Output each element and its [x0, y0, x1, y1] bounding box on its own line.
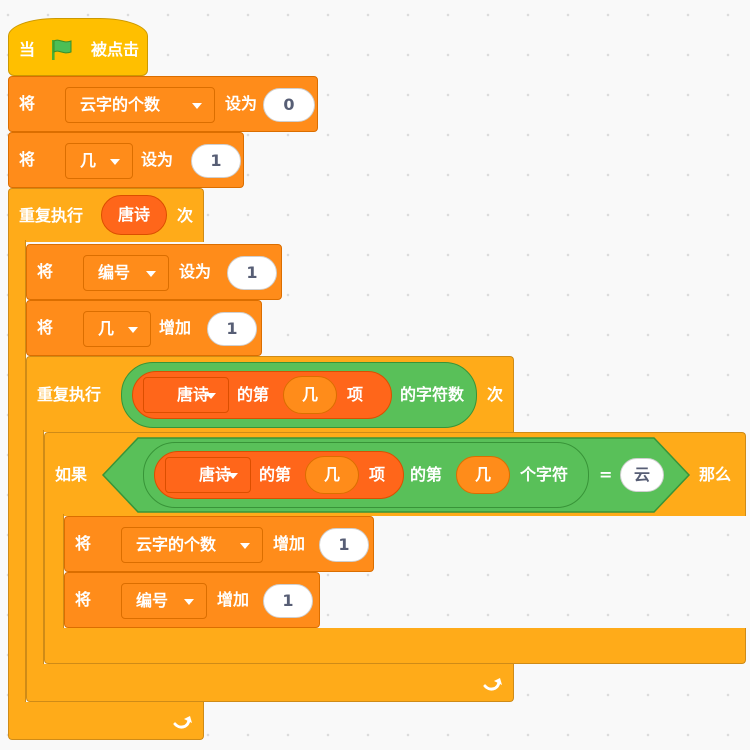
value-input[interactable]: 1 [227, 256, 277, 290]
repeat-arrow-icon [171, 708, 195, 736]
value-input[interactable]: 0 [263, 88, 315, 122]
letter-suffix-label: 个字符 [520, 465, 569, 484]
variable-dropdown-cloud-count[interactable]: 云字的个数 [65, 87, 215, 123]
set-ji-block[interactable]: 将 几 设为 1 [8, 132, 244, 188]
when-label: 当 [19, 40, 36, 59]
if-block[interactable]: 如果 唐诗 的第 几 项 的第 几 个字符 = 云 那么 [44, 432, 746, 516]
set-action-label: 设为 [179, 262, 212, 281]
variable-dropdown-cloud-count[interactable]: 云字的个数 [121, 527, 263, 563]
set-bianhao-block[interactable]: 将 编号 设为 1 [26, 244, 282, 300]
repeat-label: 重复执行 [19, 206, 84, 225]
repeat-inner-block[interactable]: 重复执行 唐诗 的第 几 项 的字符数 次 [26, 356, 514, 432]
change-action-label: 增加 [273, 534, 306, 553]
letter-prefix-label: 的第 [410, 465, 443, 484]
variable-reporter-ji[interactable]: 几 [456, 456, 510, 494]
length-of-operator[interactable]: 唐诗 的第 几 项 的字符数 [121, 362, 477, 428]
set-action-label: 设为 [141, 150, 174, 169]
if-arm [44, 514, 64, 630]
compare-value-input[interactable]: 云 [620, 458, 664, 492]
item-suffix-label: 项 [369, 465, 386, 484]
change-verb: 将 [75, 590, 92, 609]
variable-dropdown-ji[interactable]: 几 [83, 311, 151, 347]
times-label: 次 [487, 385, 504, 404]
list-dropdown-tangshi[interactable]: 唐诗 [165, 457, 251, 493]
if-label: 如果 [55, 465, 88, 484]
variable-reporter-ji[interactable]: 几 [283, 376, 337, 414]
repeat-outer-block[interactable]: 重复执行 唐诗 次 [8, 188, 204, 242]
variable-dropdown-bianhao[interactable]: 编号 [83, 255, 169, 291]
set-cloud-count-block[interactable]: 将 云字的个数 设为 0 [8, 76, 318, 132]
item-suffix-label: 项 [347, 385, 364, 404]
when-flag-clicked-block[interactable]: 当 被点击 [8, 18, 148, 76]
change-action-label: 增加 [217, 590, 250, 609]
item-of-list-reporter[interactable]: 唐诗 的第 几 项 [132, 371, 392, 419]
equals-label: = [599, 465, 613, 484]
then-label: 那么 [699, 465, 732, 484]
item-prefix-label: 的第 [259, 465, 292, 484]
times-label: 次 [177, 206, 194, 225]
repeat-outer-footer [8, 702, 204, 740]
set-verb: 将 [37, 262, 54, 281]
list-dropdown-tangshi[interactable]: 唐诗 [143, 377, 229, 413]
repeat-inner-arm [26, 430, 44, 666]
variable-reporter-ji[interactable]: 几 [305, 456, 359, 494]
set-action-label: 设为 [225, 94, 258, 113]
change-ji-block[interactable]: 将 几 增加 1 [26, 300, 262, 356]
repeat-outer-arm [8, 240, 26, 704]
length-label: 的字符数 [400, 385, 465, 404]
change-bianhao-block[interactable]: 将 编号 增加 1 [64, 572, 320, 628]
item-of-list-reporter[interactable]: 唐诗 的第 几 项 [154, 451, 404, 499]
item-prefix-label: 的第 [237, 385, 270, 404]
change-verb: 将 [75, 534, 92, 553]
letter-of-operator[interactable]: 唐诗 的第 几 项 的第 几 个字符 [143, 442, 589, 508]
green-flag-icon [49, 38, 75, 66]
set-verb: 将 [19, 150, 36, 169]
repeat-label: 重复执行 [37, 385, 102, 404]
repeat-arrow-icon [481, 670, 505, 698]
variable-dropdown-ji[interactable]: 几 [65, 143, 133, 179]
if-footer [44, 628, 746, 664]
change-cloud-count-block[interactable]: 将 云字的个数 增加 1 [64, 516, 374, 572]
change-action-label: 增加 [159, 318, 192, 337]
list-reporter-tangshi[interactable]: 唐诗 [101, 195, 167, 235]
variable-dropdown-bianhao[interactable]: 编号 [121, 583, 207, 619]
value-input[interactable]: 1 [191, 144, 241, 178]
clicked-label: 被点击 [91, 40, 140, 59]
set-verb: 将 [19, 94, 36, 113]
repeat-inner-footer [26, 664, 514, 702]
value-input[interactable]: 1 [263, 584, 313, 618]
value-input[interactable]: 1 [319, 528, 369, 562]
change-verb: 将 [37, 318, 54, 337]
value-input[interactable]: 1 [207, 312, 257, 346]
